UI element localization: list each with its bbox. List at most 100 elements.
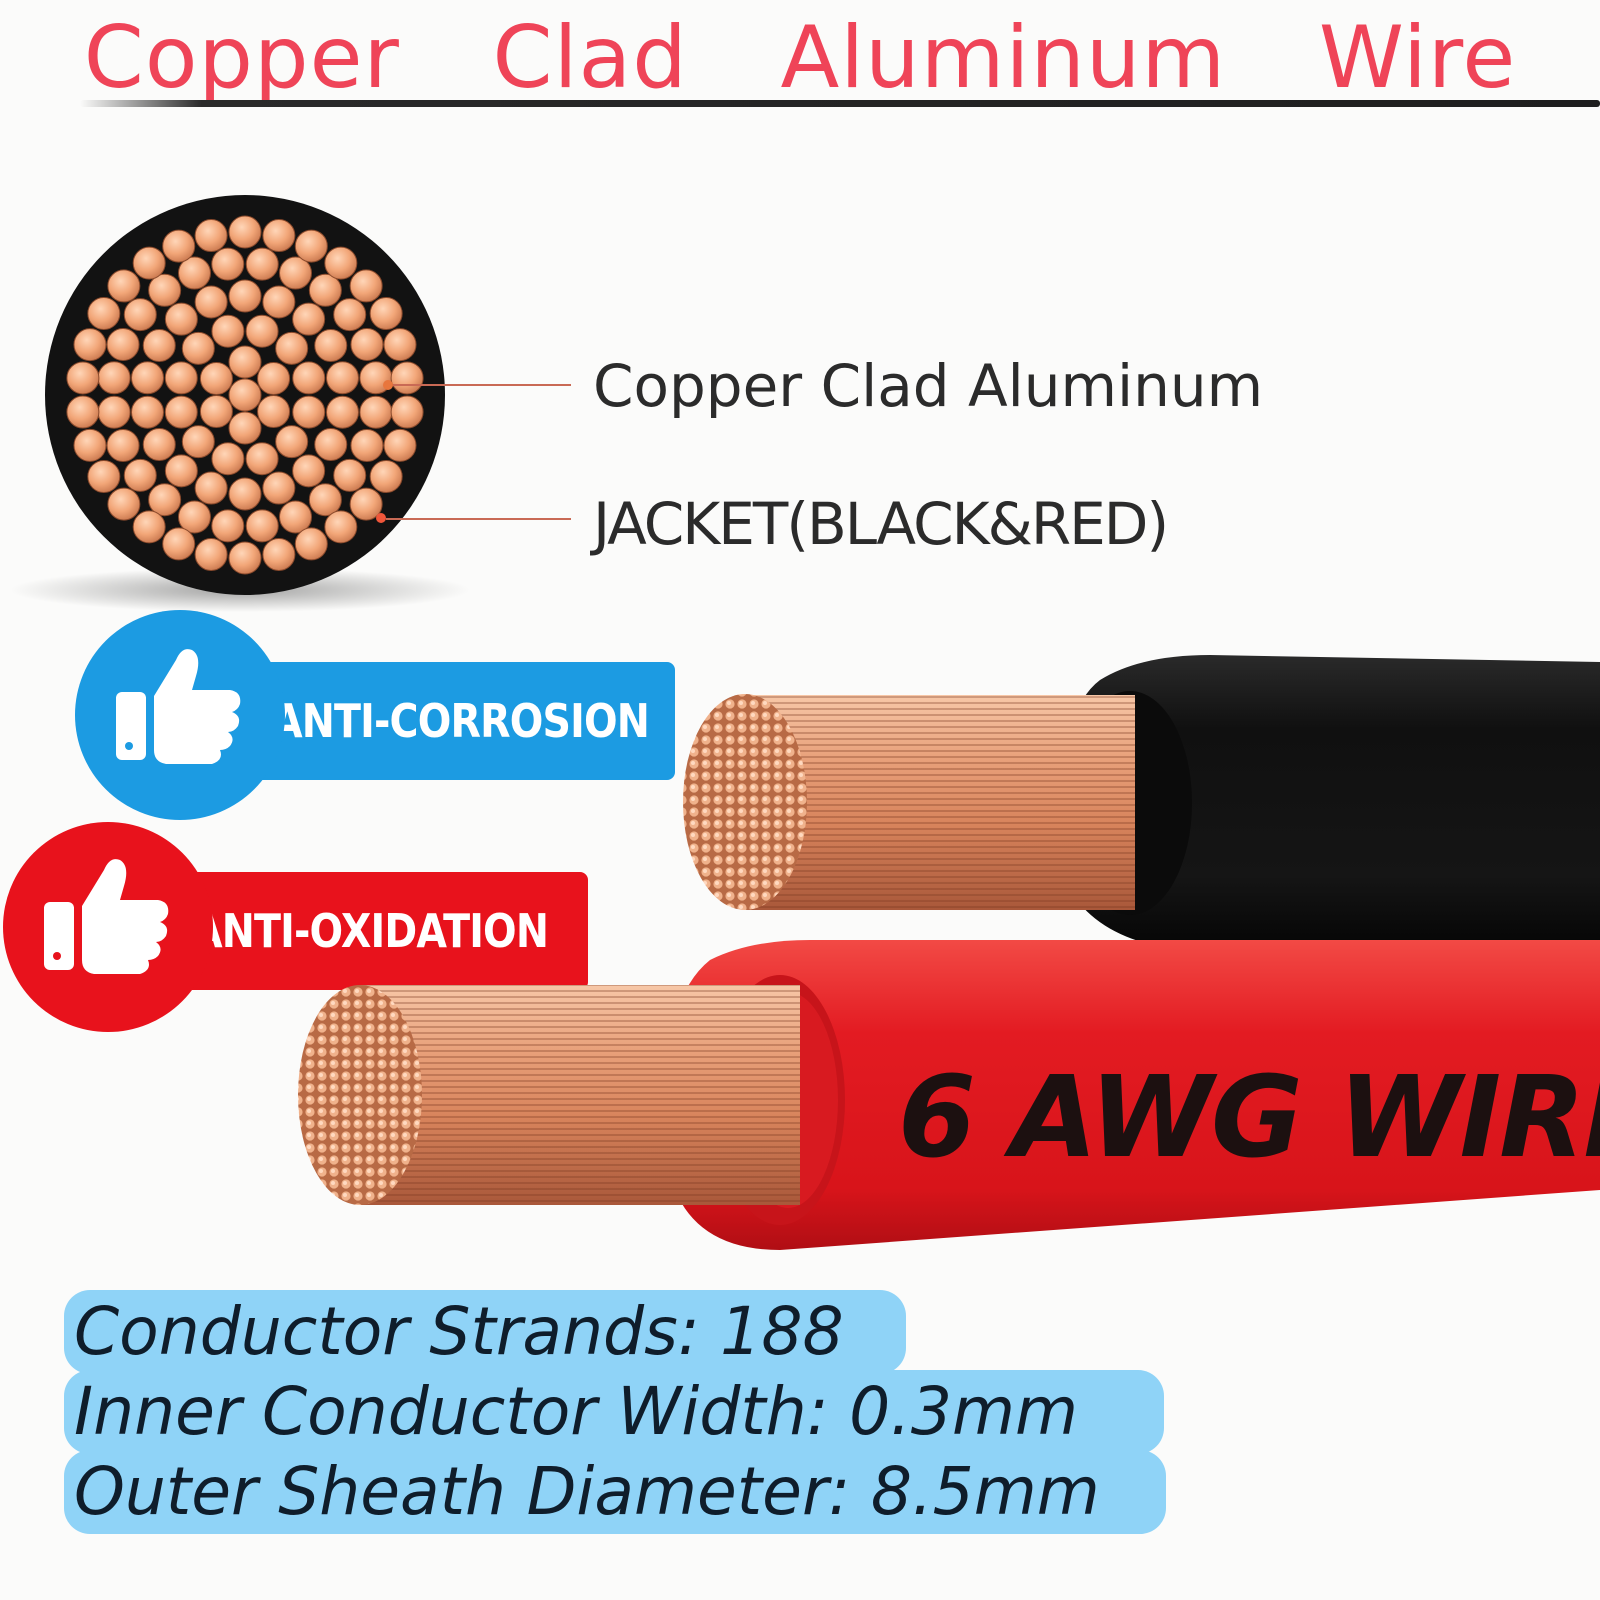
strand [292,395,326,429]
strand [181,425,215,459]
strand [245,314,279,348]
strand [228,477,262,511]
strand [257,395,291,428]
strand [228,411,262,445]
wire-gauge-label: 6 AWG WIRE [898,1053,1600,1183]
black-wire-strand-ends [683,694,807,910]
strand [308,273,342,307]
strand [106,429,140,463]
strand [164,395,198,429]
anti-corrosion-label: ANTI-CORROSION [272,694,650,748]
spec-inner-conductor-width: Inner Conductor Width: 0.3mm [64,1370,1164,1454]
strand [245,442,279,476]
strand [177,500,211,534]
strand [123,298,157,332]
strand [383,428,417,462]
strand [142,428,176,461]
strand [66,361,100,395]
strand [107,269,141,303]
strand [162,527,196,561]
strand [211,509,245,543]
strand [194,285,228,319]
strand [132,246,166,280]
strand [148,483,182,517]
strand [131,395,165,429]
strand [324,246,358,280]
strand [275,331,309,365]
anti-corrosion-badge: ANTI-CORROSION [245,662,675,780]
strand [107,487,141,521]
strand [199,362,233,395]
strand [292,361,326,395]
jacket-label: JACKET(BLACK&RED) [593,490,1169,558]
thumbs-up-icon [116,649,241,764]
strand [164,361,198,395]
strand [87,297,121,330]
strand [275,425,309,459]
spec-outer-sheath-diameter: Outer Sheath Diameter: 8.5mm [64,1450,1166,1534]
wires-illustration [298,655,1600,1250]
strand [228,541,262,575]
strand [132,510,166,544]
strand [211,247,245,281]
strand [262,285,296,319]
strand [383,328,417,362]
strand [369,297,403,330]
strand [350,429,384,463]
conductor-marker [383,380,393,390]
strand [292,302,326,336]
strand [257,362,291,395]
strand [350,327,384,361]
strand [314,428,348,461]
strand [106,327,140,361]
strand [262,537,296,571]
strand [97,395,131,429]
conductor-leader-line [393,384,571,386]
jacket-marker [376,513,386,523]
strand [194,219,228,253]
strand [177,256,211,290]
spec-conductor-strands: Conductor Strands: 188 [64,1290,906,1374]
strand [279,256,313,290]
strand [349,269,383,303]
jacket-leader-line [386,518,571,520]
strand [164,302,198,336]
strand [228,345,262,379]
conductor-label: Copper Clad Aluminum [593,352,1264,420]
thumbs-up-icon [44,859,169,974]
strand [164,454,198,488]
strand [333,298,367,332]
strand [228,378,262,412]
page-title: Copper Clad Aluminum Wire [83,8,1517,108]
strand [262,219,296,253]
strand [325,361,359,395]
strand [73,328,107,362]
title-underline [80,100,1600,107]
strand [262,471,296,505]
anti-oxidation-label: ANTI-OXIDATION [192,904,549,958]
strand [294,229,328,263]
strand [131,361,165,395]
strand [211,442,245,476]
wire-cross-section [10,195,470,612]
strand [349,487,383,521]
strand [194,471,228,505]
strand [199,395,233,428]
strand [162,229,196,263]
red-jacket [665,940,1600,1250]
strand [228,215,262,249]
strand [292,454,326,488]
strand [333,458,367,492]
strand [390,361,424,395]
anti-oxidation-badge: ANTI-OXIDATION [170,872,588,990]
strand [245,247,279,281]
strand [66,395,100,429]
strand [228,279,262,313]
strand [314,329,348,362]
strand [73,428,107,462]
strand [308,483,342,517]
strand [194,537,228,571]
strand [369,460,403,493]
strand [123,458,157,492]
strand [279,500,313,534]
